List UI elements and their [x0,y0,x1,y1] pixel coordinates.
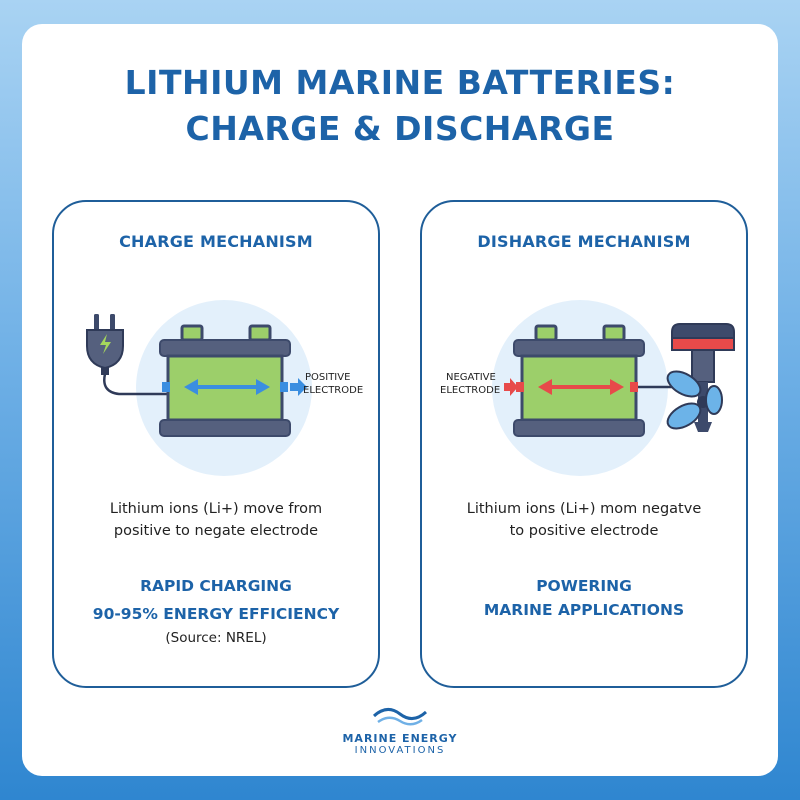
charge-panel: CHARGE MECHANISM [52,200,380,688]
discharge-description-line-2: to positive electrode [509,523,659,539]
positive-electrode-label-2: ELECTRODE [303,385,363,396]
negative-electrode-label-2: ELECTRODE [440,385,500,396]
discharge-diagram: NEGATIVE ELECTRODE [440,300,735,476]
title-line-1: LITHIUM MARINE BATTERIES: [124,63,676,102]
powering-label: POWERING MARINE APPLICATIONS [422,574,746,622]
discharge-input-arrow [504,378,518,396]
discharge-heading: DISHARGE MECHANISM [477,232,691,251]
propeller-icon [666,323,735,432]
discharge-description-line-1: Lithium ions (Li+) mom negatve [466,501,702,517]
powering-line-2: MARINE APPLICATIONS [483,601,685,619]
discharge-ion-arrow [538,379,624,395]
charge-diagram: POSITIVE ELECTRODE [86,300,363,476]
charge-description-line-2: positive to negate electrode [113,523,319,539]
logo-line-1: MARINE ENERGY [342,732,458,745]
charge-output-arrow [290,378,307,396]
charge-description-line-1: Lithium ions (Li+) move from [109,501,323,517]
efficiency-label: 90-95% ENERGY EFFICIENCY [92,605,340,623]
discharge-battery-icon [513,324,645,437]
wave-icon [372,708,428,726]
page-title: LITHIUM MARINE BATTERIES: CHARGE & DISCH… [0,60,800,152]
plug-icon [86,314,168,396]
charge-ion-arrow [184,379,270,395]
rapid-charging-label: RAPID CHARGING [140,577,292,595]
title-line-2: CHARGE & DISCHARGE [185,109,615,148]
discharge-panel: DISHARGE MECHANISM NEGATIVE ELECTRODE [420,200,748,688]
discharge-description: Lithium ions (Li+) mom negatve to positi… [422,498,746,542]
source-label: (Source: NREL) [165,630,267,646]
logo-line-2: INNOVATIONS [354,745,446,756]
brand-logo: MARINE ENERGY INNOVATIONS [0,706,800,756]
charge-battery-icon [159,324,291,437]
powering-line-1: POWERING [536,577,632,595]
charge-description: Lithium ions (Li+) move from positive to… [54,498,378,542]
charge-heading: CHARGE MECHANISM [119,232,313,251]
negative-electrode-label-1: NEGATIVE [446,372,496,383]
positive-electrode-label-1: POSITIVE [305,372,350,383]
